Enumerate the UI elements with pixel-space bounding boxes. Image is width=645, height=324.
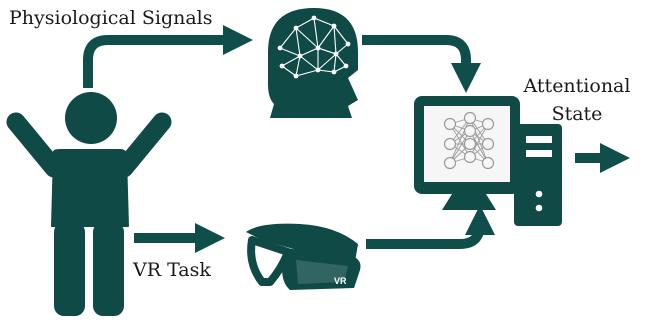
tower — [514, 124, 562, 226]
attentional-state-line1: Attentional — [523, 75, 631, 97]
arrow-head-to-computer — [362, 35, 481, 93]
arrow-headset-to-computer — [366, 205, 495, 249]
attentional-state-line2: State — [551, 103, 603, 125]
vr-task-label: VR Task — [133, 259, 211, 281]
vr-headset-icon: VR — [246, 223, 361, 290]
neural-network-icon — [449, 117, 489, 164]
physiological-signals-label: Physiological Signals — [9, 7, 213, 29]
brain-network-head-icon — [268, 8, 358, 118]
person-arms-raised-icon — [6, 92, 172, 316]
attentional-state-label: Attentional State — [520, 72, 634, 128]
desktop-computer-neural-network-icon — [414, 96, 562, 226]
arrow-person-to-head — [83, 25, 253, 88]
headset-badge: VR — [334, 276, 347, 286]
